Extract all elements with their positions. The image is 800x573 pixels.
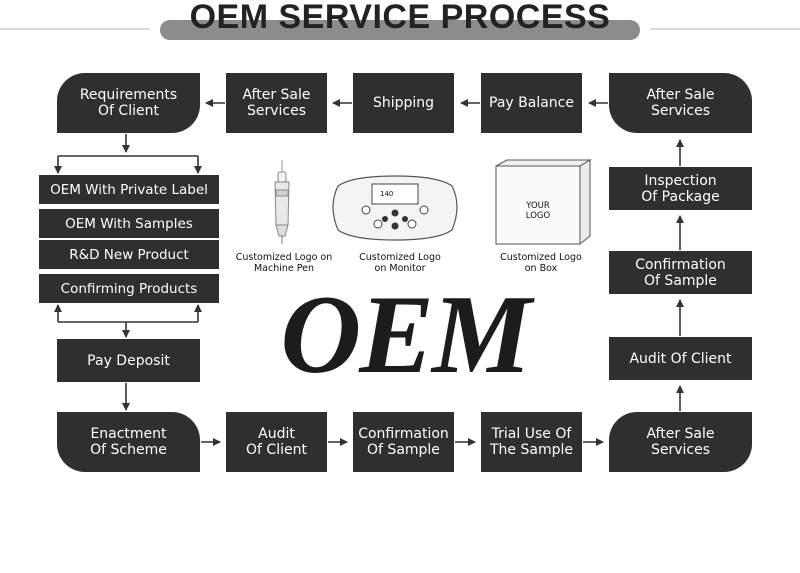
node-after-sale-top-right: After Sale Services: [609, 73, 752, 133]
node-confirming-products: Confirming Products: [39, 274, 219, 303]
node-pay-balance: Pay Balance: [481, 73, 582, 133]
node-inspection: Inspection Of Package: [609, 167, 752, 210]
node-oem-samples: OEM With Samples: [39, 209, 219, 238]
page-title: OEM SERVICE PROCESS: [189, 0, 611, 36]
node-audit-right: Audit Of Client: [609, 337, 752, 380]
node-shipping: Shipping: [353, 73, 454, 133]
monitor-display: 140: [380, 190, 393, 198]
logo-box-icon: [495, 159, 592, 246]
node-trial-use: Trial Use Of The Sample: [481, 412, 582, 472]
node-confirmation-bottom: Confirmation Of Sample: [353, 412, 454, 472]
title-bar: [160, 20, 640, 40]
node-requirements: Requirements Of Client: [57, 73, 200, 133]
caption-monitor: Customized Logo on Monitor: [359, 252, 441, 274]
machine-pen-icon: [274, 160, 290, 244]
node-rd-new-product: R&D New Product: [39, 240, 219, 269]
node-after-sale-bottom-right: After Sale Services: [609, 412, 752, 472]
node-audit-bottom: Audit Of Client: [226, 412, 327, 472]
title-rule-left: [0, 28, 150, 30]
node-oem-private-label: OEM With Private Label: [39, 175, 219, 204]
node-after-sale-top-left: After Sale Services: [226, 73, 327, 133]
caption-pen: Customized Logo on Machine Pen: [235, 252, 333, 274]
node-pay-deposit: Pay Deposit: [57, 339, 200, 382]
title-rule-right: [650, 28, 800, 30]
monitor-icon: [332, 175, 458, 241]
box-logo-text: YOUR LOGO: [525, 201, 551, 221]
caption-box: Customized Logo on Box: [500, 252, 582, 274]
node-confirmation-right: Confirmation Of Sample: [609, 251, 752, 294]
oem-center-text: OEM: [280, 273, 531, 397]
node-enactment: Enactment Of Scheme: [57, 412, 200, 472]
